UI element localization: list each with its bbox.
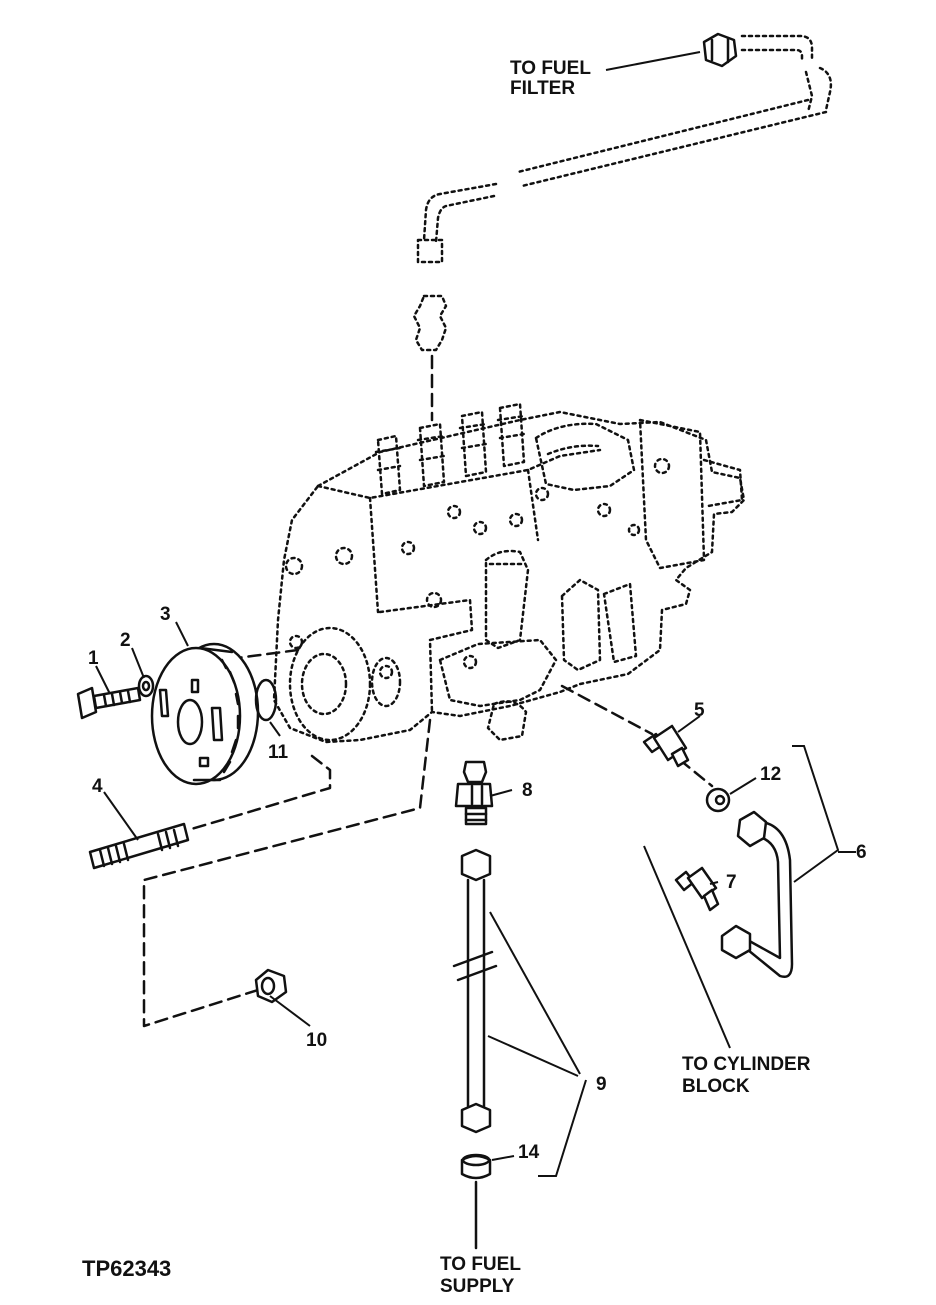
nut-10 [254, 968, 288, 1004]
o-ring-11 [254, 678, 278, 722]
fuel-supply-line-9 [452, 848, 498, 1134]
washer-12 [705, 787, 731, 813]
fitting-5 [642, 724, 690, 768]
stud-guide-dash [186, 754, 332, 832]
injection-pump-body [272, 402, 746, 744]
callout-9: 9 [596, 1074, 607, 1095]
label-to-fuel-supply-line2: SUPPLY [440, 1276, 515, 1297]
callout-11: 11 [268, 742, 289, 763]
pipe-6 [720, 810, 794, 978]
callout-2: 2 [120, 630, 131, 651]
nut-guide-dash [142, 718, 432, 1028]
fuel-filter-line [416, 34, 833, 264]
callout-6: 6 [856, 842, 867, 863]
fuel-filter-nut [702, 32, 738, 68]
callout-3: 3 [160, 604, 171, 625]
washer-14 [460, 1153, 492, 1180]
label-to-fuel-supply-line1: TO FUEL [440, 1254, 521, 1275]
callout-14: 14 [518, 1142, 540, 1163]
pump-inlet-fitting [412, 294, 448, 352]
drive-gear-3 [150, 642, 260, 786]
callout-4: 4 [92, 776, 103, 797]
adapter-fitting-8 [454, 760, 494, 826]
label-to-cylinder-block-line2: BLOCK [682, 1076, 750, 1097]
callout-10: 10 [306, 1030, 327, 1051]
stud-4 [88, 822, 190, 870]
callout-12: 12 [760, 764, 781, 785]
callout-7: 7 [726, 872, 737, 893]
washer-2 [137, 674, 155, 698]
fitting-7 [674, 866, 720, 912]
fitting5-guide-dash [560, 684, 654, 736]
leader-lines [95, 51, 856, 1177]
label-to-fuel-filter-line1: TO FUEL [510, 58, 591, 79]
cap-screw-1 [76, 686, 142, 720]
callout-1: 1 [88, 648, 99, 669]
callout-8: 8 [522, 780, 533, 801]
label-to-fuel-filter-line2: FILTER [510, 78, 575, 99]
figure-id: TP62343 [82, 1256, 171, 1281]
label-to-cylinder-block-line1: TO CYLINDER [682, 1054, 811, 1075]
fitting12-guide-dash [678, 758, 714, 788]
callout-5: 5 [694, 700, 705, 721]
